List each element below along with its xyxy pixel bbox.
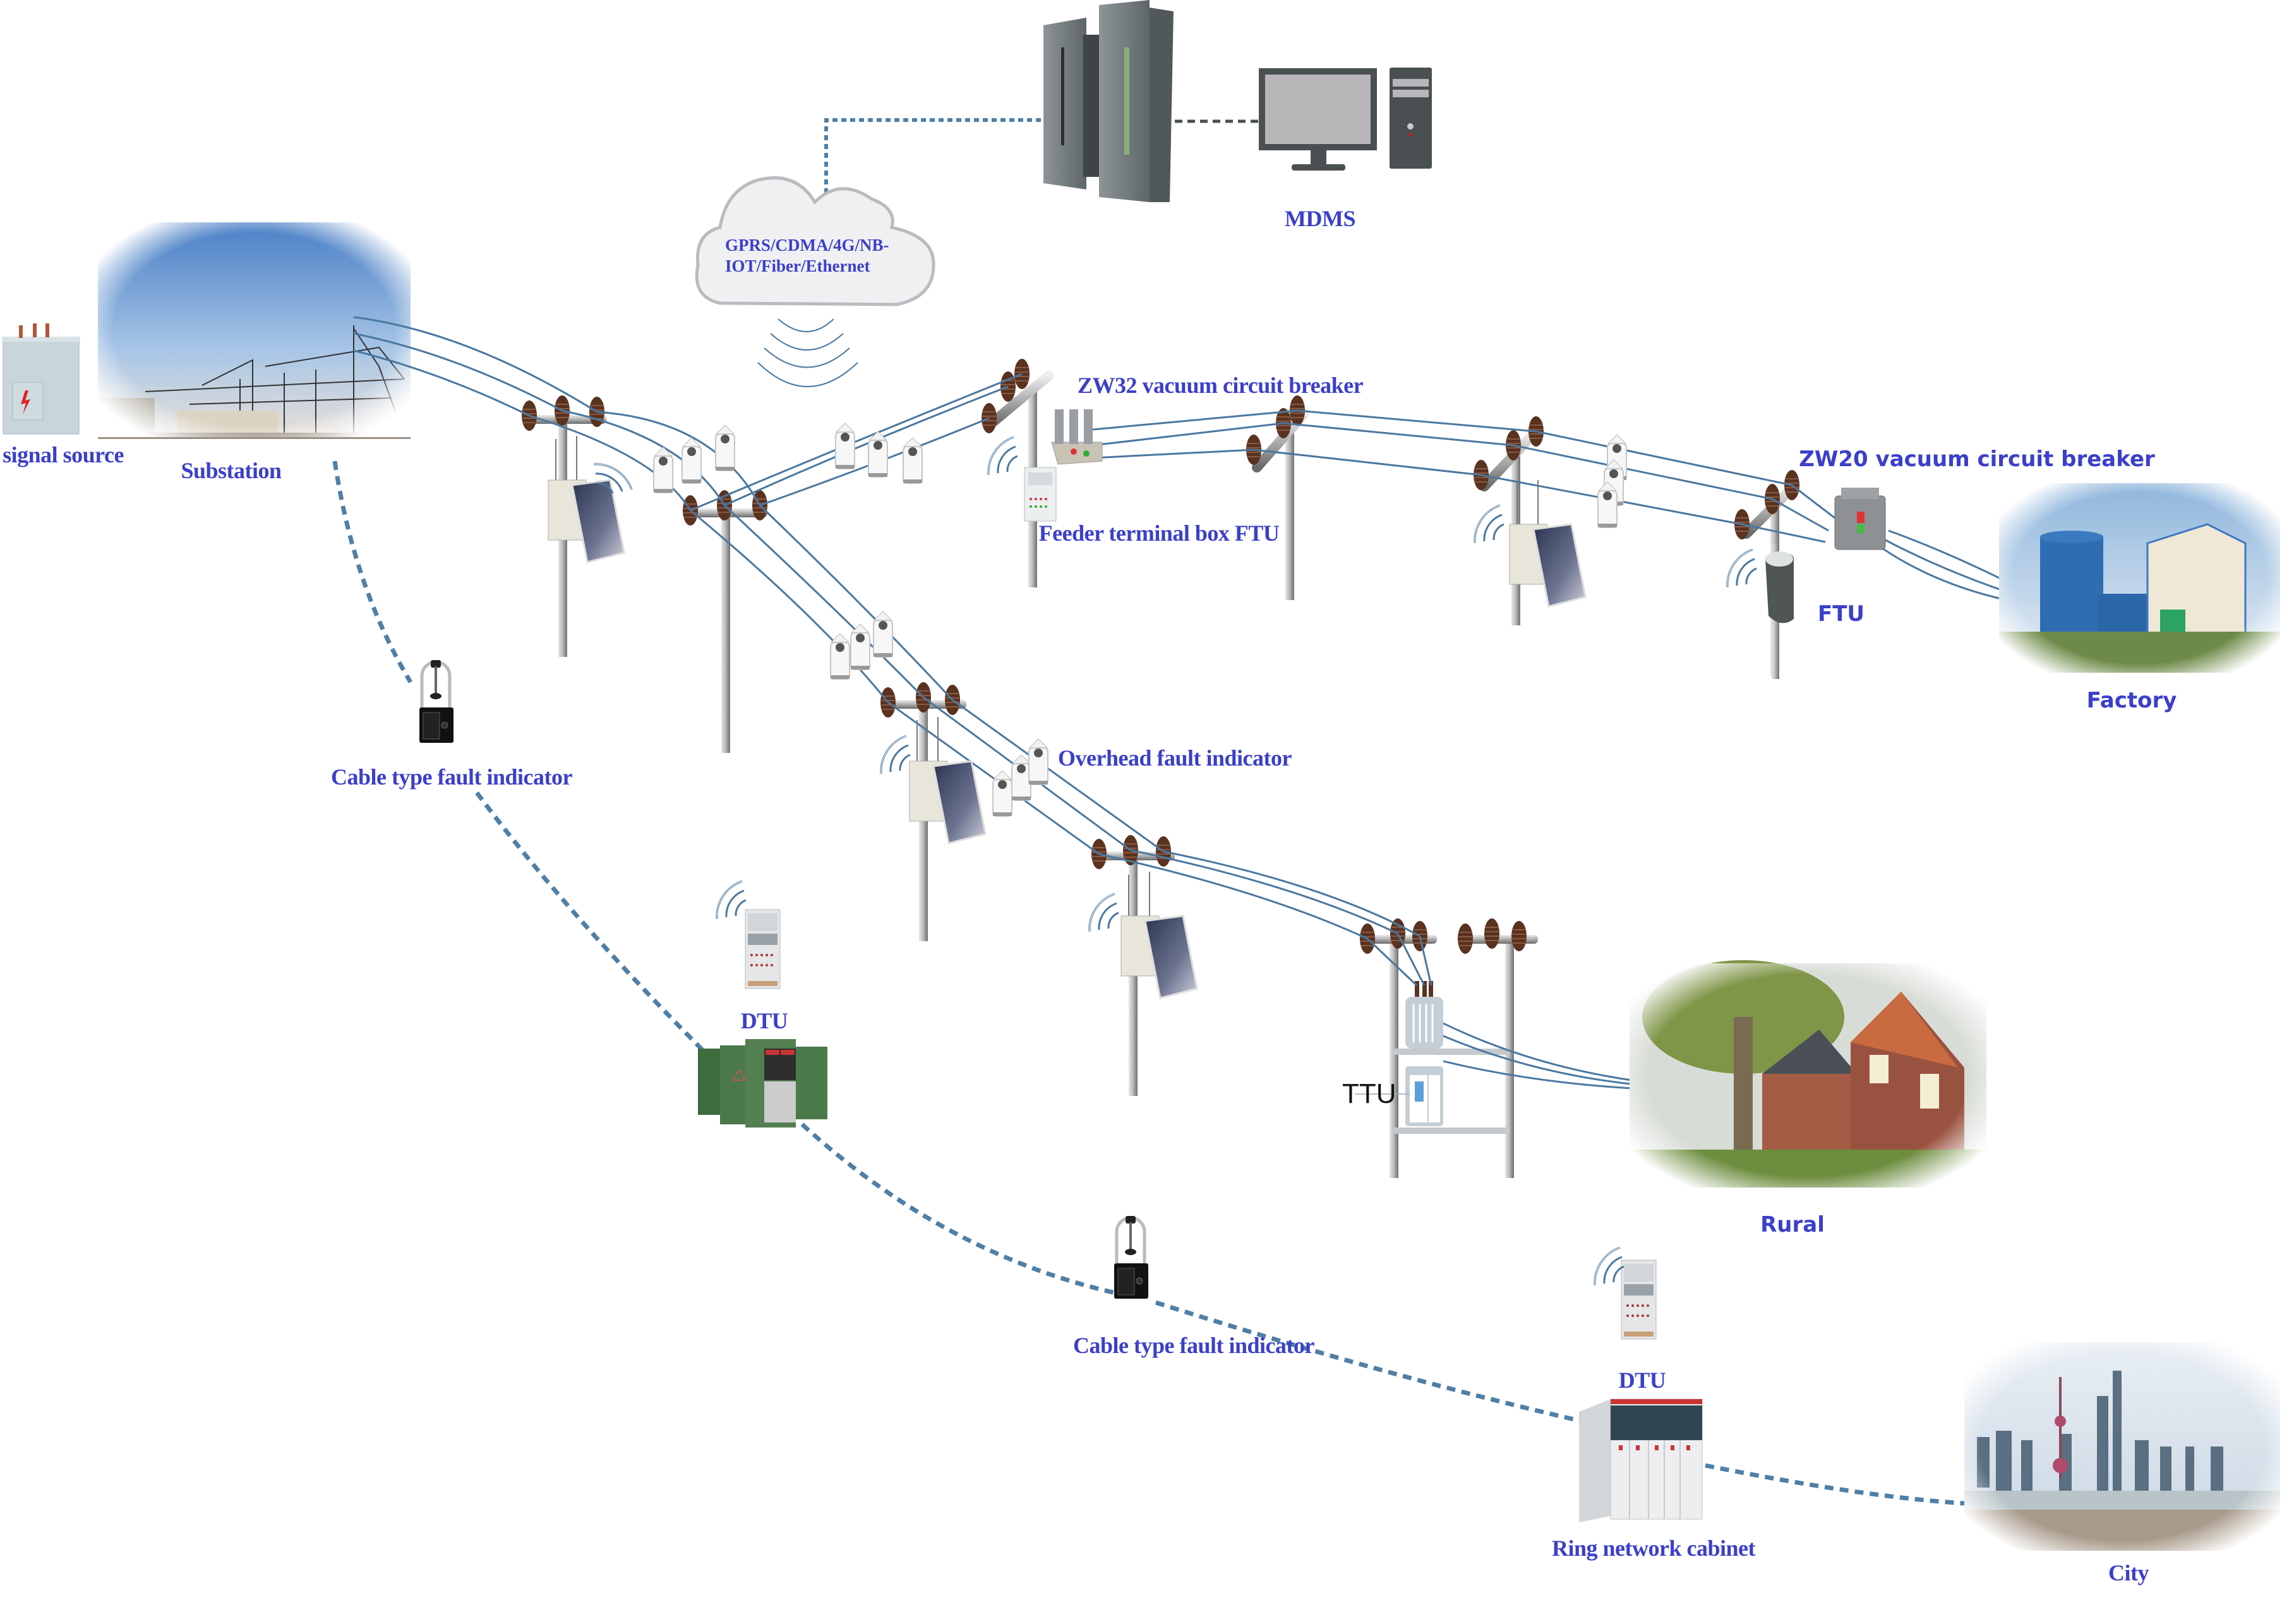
wireless-signal-icon xyxy=(1474,504,1505,544)
transformer-icon xyxy=(1405,981,1443,1049)
city-photo xyxy=(1964,1342,2280,1551)
overhead-fault-indicator-label: Overhead fault indicator xyxy=(1058,745,1292,771)
ftu-canister-icon xyxy=(1765,551,1794,623)
cable-fault-indicator-label-2: Cable type fault indicator xyxy=(1073,1333,1314,1358)
cable-fault-indicator-icon xyxy=(1114,1216,1148,1299)
zw20-breaker-icon xyxy=(1834,488,1886,550)
ring-network-cabinet-label: Ring network cabinet xyxy=(1552,1536,1756,1561)
utility-pole xyxy=(1473,416,1544,625)
cloud-label-line1: GPRS/CDMA/4G/NB- xyxy=(725,236,889,255)
cable-link-2 xyxy=(475,791,716,1063)
factory-label: Factory xyxy=(2086,688,2177,713)
ring-network-cabinet-icon xyxy=(1579,1398,1703,1522)
mdms-label: MDMS xyxy=(1285,206,1355,231)
substation-photo xyxy=(98,222,411,439)
factory-photo xyxy=(1999,483,2280,673)
utility-pole xyxy=(1246,395,1309,600)
cloud-label-line2: IOT/Fiber/Ethernet xyxy=(725,256,870,275)
substation-label: Substation xyxy=(181,458,282,483)
cable-fault-indicator-label-1: Cable type fault indicator xyxy=(331,764,572,790)
ttu-cabinet-icon xyxy=(1405,1066,1443,1126)
wireless-signal-icon xyxy=(1726,548,1758,589)
cloud-label: GPRS/CDMA/4G/NB- IOT/Fiber/Ethernet xyxy=(725,235,889,277)
city-label: City xyxy=(2108,1560,2149,1585)
cable-link-5 xyxy=(1705,1463,1965,1506)
zw32-breaker-label: ZW32 vacuum circuit breaker xyxy=(1077,373,1364,398)
zw20-breaker-label: ZW20 vacuum circuit breaker xyxy=(1799,447,2155,472)
cable-link-3 xyxy=(800,1122,1125,1297)
ttu-label: TTU xyxy=(1342,1078,1396,1109)
green-switch-cabinet-icon xyxy=(698,1039,827,1128)
dtu-cabinet-icon xyxy=(1621,1260,1657,1340)
dtu-label-1: DTU xyxy=(740,1008,788,1033)
wireless-signal-icon xyxy=(1088,893,1120,933)
dtu-label-2: DTU xyxy=(1618,1368,1666,1393)
computer-icon xyxy=(1259,68,1432,171)
cable-link-4 xyxy=(1155,1300,1583,1424)
solar-ftu-icon xyxy=(1508,479,1587,608)
cable-link-1 xyxy=(332,460,413,683)
cloud-icon xyxy=(695,176,935,306)
wireless-signal-icon xyxy=(716,880,747,920)
utility-pole xyxy=(682,490,768,753)
ftu-label: FTU xyxy=(1817,601,1865,627)
wireless-signal-icon xyxy=(1594,1246,1625,1287)
cable-fault-indicator-icon xyxy=(419,660,453,743)
rural-label: Rural xyxy=(1760,1212,1825,1237)
wireless-signal-icon xyxy=(880,735,911,775)
signal-source-cabinet xyxy=(2,323,80,435)
feeder-terminal-box-icon xyxy=(1024,467,1057,522)
wireless-signal-icon xyxy=(987,436,1019,476)
cloud-server-link xyxy=(824,118,1043,202)
zw32-breaker-icon xyxy=(1051,409,1103,465)
wireless-signal-icon xyxy=(757,318,858,387)
rural-photo xyxy=(1630,960,1986,1188)
signal-source-label: signal source xyxy=(3,442,124,467)
server-icon xyxy=(1043,0,1174,202)
dtu-cabinet-icon xyxy=(745,909,781,989)
transformer-pole-frame xyxy=(1359,918,1538,1178)
feeder-terminal-box-label: Feeder terminal box FTU xyxy=(1038,520,1280,546)
